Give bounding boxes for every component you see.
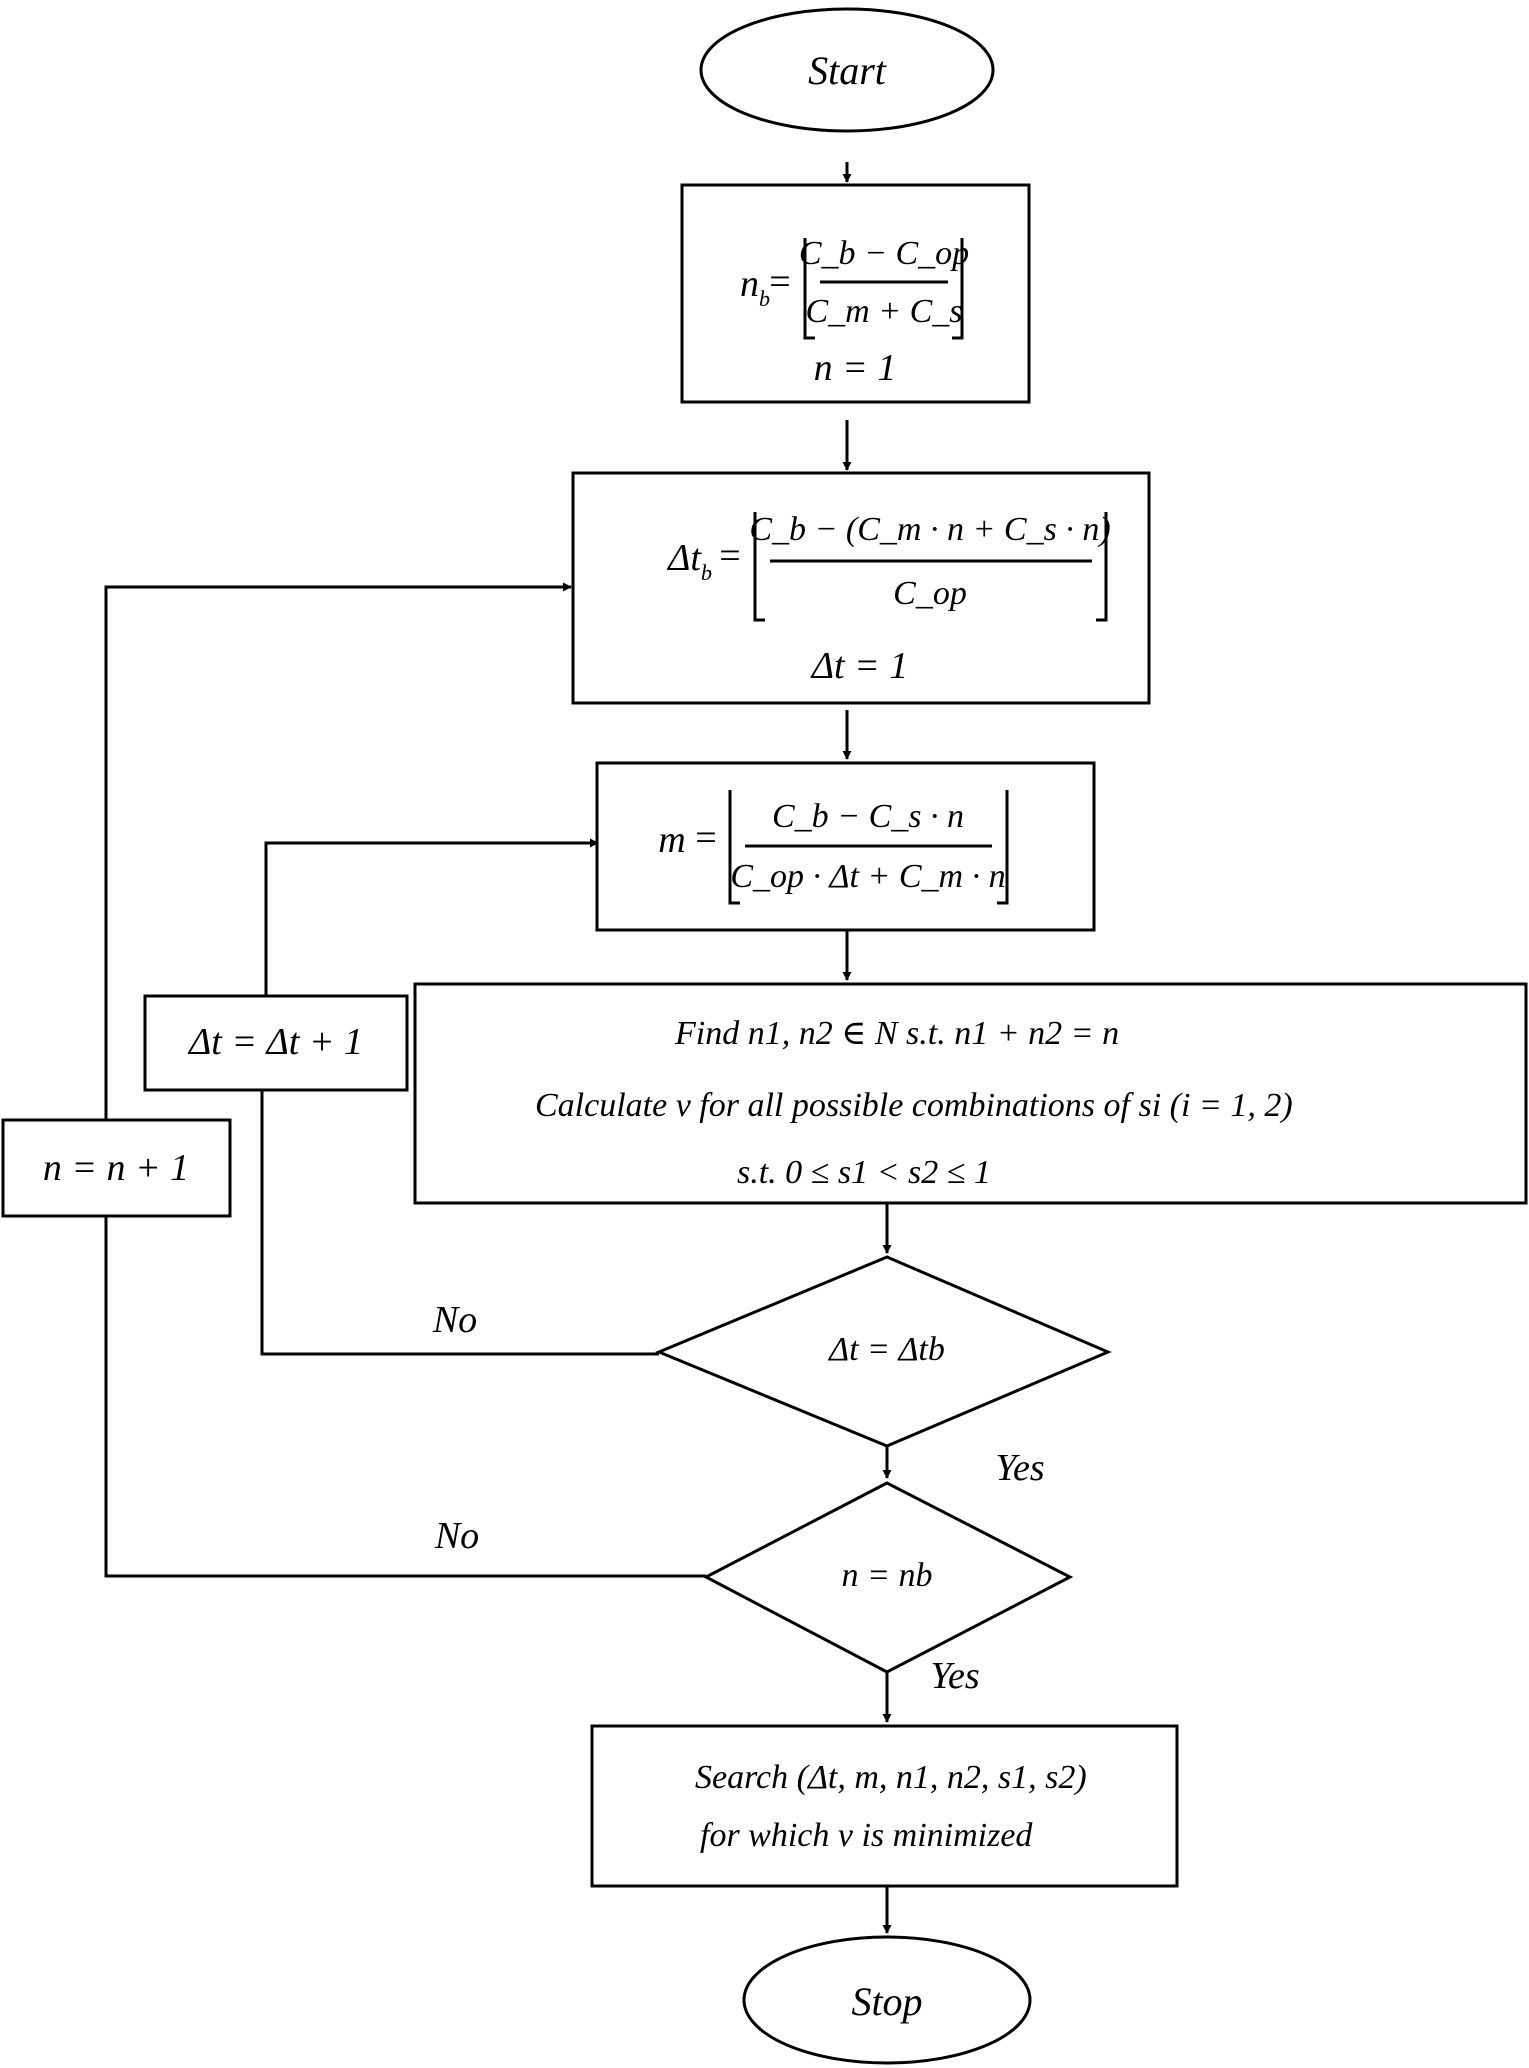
decision-n-no-label: No	[434, 1515, 479, 1557]
dtb-equals: =	[719, 535, 740, 577]
increment-dt-label: Δt = Δt + 1	[187, 1021, 363, 1063]
loop-n-no-line	[104, 1216, 706, 1578]
nb-numerator: C_b − C_op	[799, 235, 969, 272]
find-line-2: Calculate v for all possible combination…	[535, 1087, 1293, 1124]
find-line-3: s.t. 0 ≤ s1 < s2 ≤ 1	[737, 1154, 991, 1191]
dtb-numerator: C_b − (C_m · n + C_s · n)	[749, 511, 1110, 548]
search-rect	[590, 1724, 1179, 1888]
dtb-lhs: Δtb	[666, 537, 712, 585]
increment-n-label: n = n + 1	[43, 1147, 189, 1189]
compute-m-box: m = C_b − C_s · n C_op · Δt + C_m · n	[595, 761, 1096, 932]
stop-label: Stop	[851, 1979, 922, 2024]
decision-dt: Δt = Δtb No Yes	[432, 1255, 1112, 1489]
nb-equals: =	[769, 261, 790, 303]
nb-lhs: nb	[740, 263, 770, 311]
increment-n-rect	[1, 1118, 232, 1218]
start-label: Start	[808, 48, 887, 93]
nb-floor-brackets	[803, 238, 964, 340]
nb-init-n: n = 1	[814, 347, 897, 389]
increment-n-box: n = n + 1	[1, 1118, 232, 1218]
start-ellipse	[699, 7, 995, 133]
increment-dt-box: Δt = Δt + 1	[143, 994, 409, 1092]
decision-dt-no-label: No	[432, 1299, 477, 1341]
nb-denominator: C_m + C_s	[805, 293, 962, 330]
search-line-2: for which v is minimized	[700, 1817, 1033, 1854]
decision-dt-yes-label: Yes	[995, 1447, 1044, 1489]
init-nb-rect	[680, 183, 1031, 404]
loop-dt-to-m-arrow	[264, 838, 599, 996]
m-numerator: C_b − C_s · n	[772, 798, 964, 835]
decision-dt-diamond	[655, 1255, 1112, 1448]
decision-dt-label: Δt = Δtb	[827, 1331, 945, 1368]
decision-n-diamond	[702, 1481, 1074, 1674]
dtb-denominator: C_op	[893, 575, 967, 612]
init-nb-box: nb = C_b − C_op C_m + C_s n = 1	[680, 183, 1031, 404]
find-line-1: Find n1, n2 ∈ N s.t. n1 + n2 = n	[674, 1015, 1119, 1052]
find-rect	[413, 982, 1528, 1205]
dtb-init-dt: Δt = 1	[810, 645, 909, 687]
stop-node: Stop	[742, 1935, 1032, 2065]
m-floor-brackets	[728, 790, 1009, 905]
init-dtb-box: Δtb = C_b − (C_m · n + C_s · n) C_op Δt …	[571, 471, 1151, 705]
connectors	[104, 162, 892, 1934]
loop-n-to-dtb-arrow	[104, 582, 572, 1120]
increment-dt-rect	[143, 994, 409, 1092]
m-denominator: C_op · Δt + C_m · n	[730, 858, 1005, 895]
m-lhs: m	[658, 819, 685, 861]
decision-n-yes-label: Yes	[930, 1655, 979, 1697]
decision-n-label: n = nb	[842, 1557, 933, 1594]
m-equals: =	[695, 817, 716, 859]
decision-n: n = nb No Yes	[434, 1481, 1074, 1697]
start-node: Start	[699, 7, 995, 133]
loop-dt-no-line	[260, 1090, 659, 1356]
find-box: Find n1, n2 ∈ N s.t. n1 + n2 = n Calcula…	[413, 982, 1528, 1205]
search-box: Search (Δt, m, n1, n2, s1, s2) for which…	[590, 1724, 1179, 1888]
init-dtb-rect	[571, 471, 1151, 705]
stop-ellipse	[742, 1935, 1032, 2065]
search-line-1: Search (Δt, m, n1, n2, s1, s2)	[695, 1759, 1087, 1796]
dtb-floor-brackets	[753, 512, 1108, 622]
